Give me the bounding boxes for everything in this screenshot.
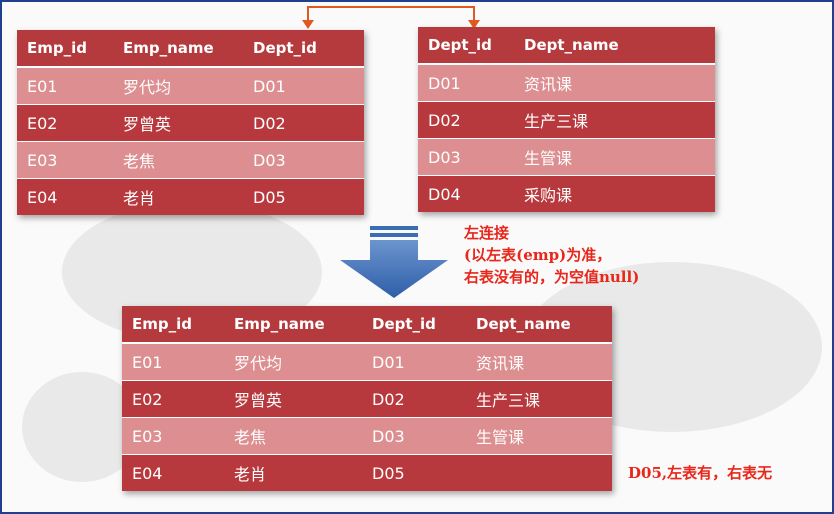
result-cell: E02 xyxy=(122,380,224,418)
dept-cell: D03 xyxy=(418,138,514,176)
emp-table-header-row: Emp_id Emp_name Dept_id xyxy=(17,30,364,68)
table-row: E01 罗代均 D01 资讯课 xyxy=(122,342,612,381)
table-row: E03 老焦 D03 生管课 xyxy=(122,417,612,455)
table-row: E03 老焦 D03 xyxy=(17,141,364,179)
join-connector-left xyxy=(307,6,309,26)
emp-cell: 罗曾英 xyxy=(113,104,243,142)
join-connector-right xyxy=(473,6,475,26)
result-cell: 生管课 xyxy=(466,417,612,455)
dept-table: Dept_id Dept_name D01 资讯课 D02 生产三课 D03 生… xyxy=(418,27,715,212)
table-row: D04 采购课 xyxy=(418,175,715,212)
emp-table: Emp_id Emp_name Dept_id E01 罗代均 D01 E02 … xyxy=(17,30,364,215)
table-row: E02 罗曾英 D02 生产三课 xyxy=(122,380,612,418)
result-cell: D01 xyxy=(362,342,466,381)
result-header-emp-name: Emp_name xyxy=(224,306,362,344)
dept-cell: 生管课 xyxy=(514,138,715,176)
table-row: E01 罗代均 D01 xyxy=(17,66,364,105)
result-header-dept-id: Dept_id xyxy=(362,306,466,344)
emp-cell: E02 xyxy=(17,104,113,142)
table-row: D03 生管课 xyxy=(418,138,715,176)
table-row: D01 资讯课 xyxy=(418,63,715,102)
table-row: E02 罗曾英 D02 xyxy=(17,104,364,142)
emp-cell: D05 xyxy=(243,178,364,215)
dept-table-header-row: Dept_id Dept_name xyxy=(418,27,715,65)
result-cell: 老焦 xyxy=(224,417,362,455)
emp-header-dept-id: Dept_id xyxy=(243,30,364,68)
connector-arrowhead-icon xyxy=(302,20,314,29)
emp-cell: D02 xyxy=(243,104,364,142)
result-cell-null xyxy=(466,454,612,491)
join-connector-line xyxy=(307,6,475,8)
result-cell: E03 xyxy=(122,417,224,455)
result-cell: D05 xyxy=(362,454,466,491)
annotation-line-3: 右表没有的，为空值null) xyxy=(464,268,640,286)
result-cell: D02 xyxy=(362,380,466,418)
connector-arrowhead-icon xyxy=(468,20,480,29)
emp-cell: 罗代均 xyxy=(113,66,243,105)
result-header-emp-id: Emp_id xyxy=(122,306,224,344)
table-row: D02 生产三课 xyxy=(418,101,715,139)
dept-cell: D04 xyxy=(418,175,514,212)
result-cell: 罗曾英 xyxy=(224,380,362,418)
result-cell: 老肖 xyxy=(224,454,362,491)
emp-cell: E04 xyxy=(17,178,113,215)
result-header-dept-name: Dept_name xyxy=(466,306,612,344)
result-table-header-row: Emp_id Emp_name Dept_id Dept_name xyxy=(122,306,612,344)
dept-cell: 资讯课 xyxy=(514,63,715,102)
d05-side-note: D05,左表有，右表无 xyxy=(628,464,773,482)
annotation-line-1: 左连接 xyxy=(464,224,510,242)
result-cell: 生产三课 xyxy=(466,380,612,418)
result-cell: E01 xyxy=(122,342,224,381)
annotation-line-2: (以左表(emp)为准， xyxy=(464,246,612,264)
result-cell: E04 xyxy=(122,454,224,491)
result-cell: D03 xyxy=(362,417,466,455)
down-arrow-icon xyxy=(340,226,448,298)
dept-cell: 采购课 xyxy=(514,175,715,212)
emp-cell: 老肖 xyxy=(113,178,243,215)
table-row: E04 老肖 D05 xyxy=(122,454,612,491)
table-row: E04 老肖 D05 xyxy=(17,178,364,215)
emp-header-emp-id: Emp_id xyxy=(17,30,113,68)
emp-cell: E01 xyxy=(17,66,113,105)
dept-cell: D02 xyxy=(418,101,514,139)
dept-header-dept-id: Dept_id xyxy=(418,27,514,65)
emp-cell: 老焦 xyxy=(113,141,243,179)
emp-header-emp-name: Emp_name xyxy=(113,30,243,68)
result-cell: 罗代均 xyxy=(224,342,362,381)
dept-header-dept-name: Dept_name xyxy=(514,27,715,65)
result-cell: 资讯课 xyxy=(466,342,612,381)
dept-cell: D01 xyxy=(418,63,514,102)
emp-cell: D01 xyxy=(243,66,364,105)
emp-cell: E03 xyxy=(17,141,113,179)
dept-cell: 生产三课 xyxy=(514,101,715,139)
emp-cell: D03 xyxy=(243,141,364,179)
result-table: Emp_id Emp_name Dept_id Dept_name E01 罗代… xyxy=(122,306,612,491)
left-join-annotation: 左连接 (以左表(emp)为准， 右表没有的，为空值null) xyxy=(464,222,639,288)
